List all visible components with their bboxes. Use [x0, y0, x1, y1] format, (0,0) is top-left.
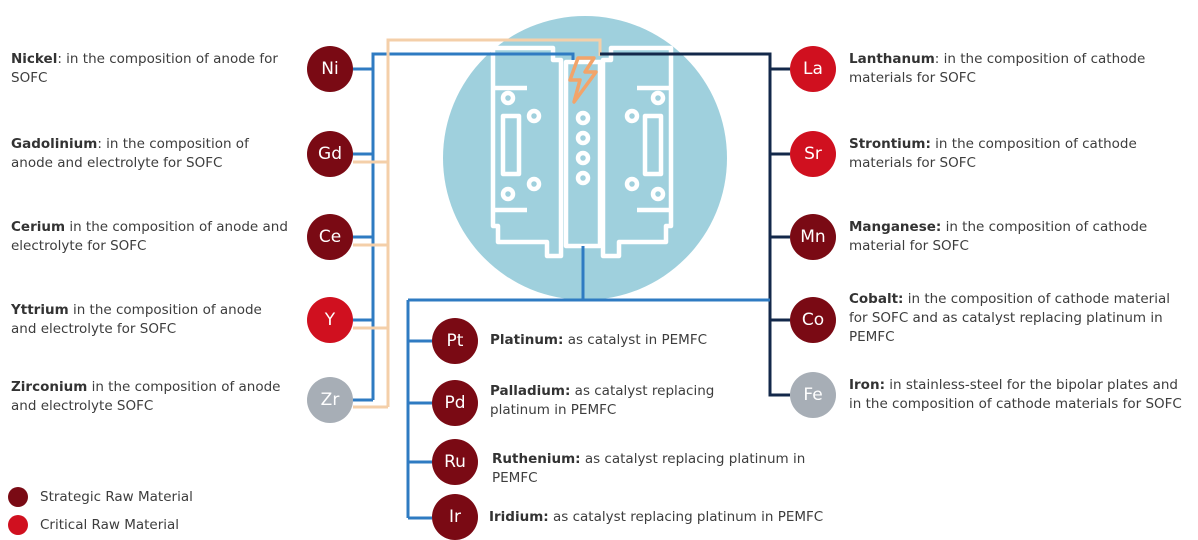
desc-cerium: Cerium in the composition of anode and e…: [11, 219, 288, 254]
desc-palladium: Palladium: as catalyst replacing platinu…: [490, 383, 715, 418]
badge-la: La: [790, 46, 836, 92]
badge-ni: Ni: [307, 46, 353, 92]
badge-pd: Pd: [432, 380, 478, 426]
badge-zr: Zr: [307, 377, 353, 423]
legend-swatch-strategic: [8, 487, 28, 507]
desc-nickel: Nickel: in the composition of anode for …: [11, 51, 278, 86]
legend-label-critical: Critical Raw Material: [40, 517, 180, 533]
legend-swatch-critical: [8, 515, 28, 535]
desc-ruthenium: Ruthenium: as catalyst replacing platinu…: [492, 451, 806, 486]
desc-lanthanum: Lanthanum: in the composition of cathode…: [849, 51, 1146, 86]
badge-ce: Ce: [307, 214, 353, 260]
fuel-cell-stack-icon: [490, 45, 674, 259]
legend-item-critical: Critical Raw Material: [8, 515, 179, 535]
desc-cobalt: Cobalt: in the composition of cathode ma…: [849, 291, 1170, 345]
badge-fe: Fe: [790, 372, 836, 418]
badge-y: Y: [307, 297, 353, 343]
badge-co: Co: [790, 297, 836, 343]
badge-mn: Mn: [790, 214, 836, 260]
badge-ru: Ru: [432, 439, 478, 485]
badge-pt: Pt: [432, 318, 478, 364]
badge-ir: Ir: [432, 494, 478, 540]
lightning-bolt-icon: [568, 56, 598, 104]
desc-zirconium: Zirconium in the composition of anode an…: [11, 379, 281, 414]
desc-iron: Iron: in stainless-steel for the bipolar…: [849, 377, 1182, 412]
badge-gd: Gd: [307, 131, 353, 177]
desc-strontium: Strontium: in the composition of cathode…: [849, 136, 1137, 171]
desc-yttrium: Yttrium in the composition of anode and …: [11, 302, 262, 337]
desc-platinum: Platinum: as catalyst in PEMFC: [490, 332, 708, 348]
desc-manganese: Manganese: in the composition of cathode…: [849, 219, 1148, 254]
desc-iridium: Iridium: as catalyst replacing platinum …: [489, 509, 824, 525]
badge-sr: Sr: [790, 131, 836, 177]
legend-item-strategic: Strategic Raw Material: [8, 487, 193, 507]
legend-label-strategic: Strategic Raw Material: [40, 489, 193, 505]
desc-gadolinium: Gadolinium: in the composition of anode …: [11, 136, 249, 171]
